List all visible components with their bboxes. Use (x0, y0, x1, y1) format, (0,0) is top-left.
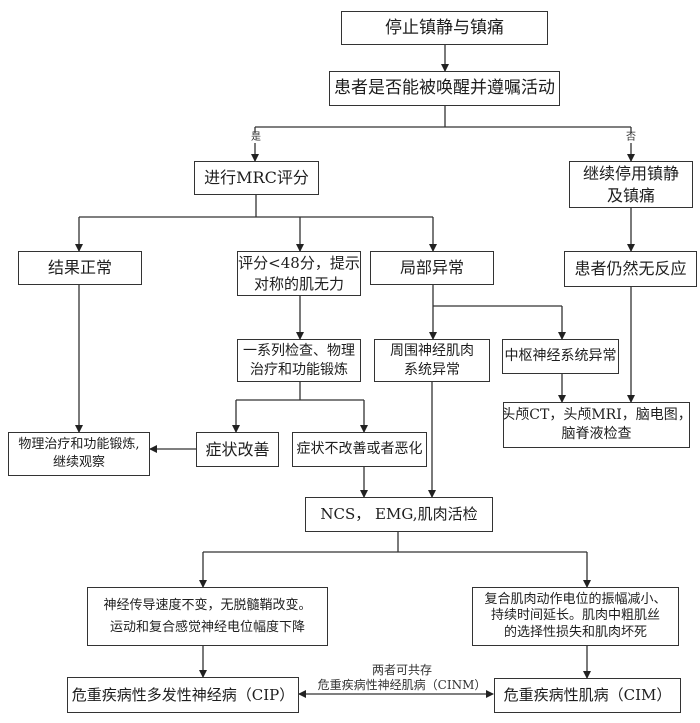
node-text: 危重疾病性肌病（CIM） (503, 686, 672, 705)
node-symptoms-not-improved: 症状不改善或者恶化 (292, 432, 427, 467)
node-can-wake: 患者是否能被唤醒并遵嘱活动 (329, 71, 560, 106)
node-text-line-1: 神经传导速度不变，无脱髓鞘改变。 (103, 597, 312, 613)
node-symptoms-improved: 症状改善 (196, 432, 279, 467)
node-text-line-2: 运动和复合感觉神经电位幅度下降 (109, 619, 305, 635)
node-local-abnormal: 局部异常 (370, 251, 494, 285)
node-cim-findings: 复合肌肉动作电位的振幅减小、 持续时间延长。肌肉中粗肌丝 的选择性损失和肌肉坏死 (472, 587, 679, 646)
node-text: 症状改善 (205, 439, 270, 459)
node-text-line-1: 一系列检查、物理 (243, 342, 355, 359)
node-text-line-2: 脑脊液检查 (561, 426, 632, 442)
node-text-line-2: 持续时间延长。肌肉中粗肌丝 (490, 608, 660, 624)
node-text-line-1: 评分<48分，提示 (238, 254, 360, 273)
node-text-line-2: 及镇痛 (606, 185, 655, 205)
node-pt-observe: 物理治疗和功能锻炼, 继续观察 (8, 432, 150, 476)
edge-label-no: 否 (626, 132, 636, 143)
node-text-line-1: 继续停用镇静 (582, 163, 679, 183)
node-cip: 危重疾病性多发性神经病（CIP） (67, 677, 299, 713)
node-text-line-1: 物理治疗和功能锻炼, (18, 437, 140, 453)
node-text-line-2: 继续观察 (52, 455, 105, 470)
node-text-line-3: 的选择性损失和肌肉坏死 (503, 624, 647, 640)
node-text-line-1: 头颅CT，头颅MRI，脑电图， (503, 407, 690, 424)
node-text: NCS， EMG,肌肉活检 (320, 505, 478, 524)
node-text: 患者是否能被唤醒并遵嘱活动 (334, 78, 555, 99)
node-normal-result: 结果正常 (18, 251, 142, 285)
node-text: 中枢神经系统异常 (504, 348, 617, 365)
node-ncs-emg-biopsy: NCS， EMG,肌肉活检 (305, 497, 493, 532)
node-mrc-score: 进行MRC评分 (194, 161, 319, 195)
node-text-line-1: 周围神经肌肉 (390, 342, 474, 359)
node-peripheral-abnormal: 周围神经肌肉 系统异常 (374, 339, 490, 382)
node-text: 危重疾病性多发性神经病（CIP） (71, 685, 295, 704)
node-text: 进行MRC评分 (204, 168, 309, 188)
node-still-unresponsive: 患者仍然无反应 (564, 251, 697, 287)
node-text: 患者仍然无反应 (574, 259, 687, 279)
edge-label-cinm: 危重疾病性神经肌病（CINM） (317, 678, 487, 692)
node-text-line-2: 系统异常 (404, 361, 460, 378)
node-text-line-1: 复合肌肉动作电位的振幅减小、 (484, 592, 667, 608)
node-continue-stop-sedation: 继续停用镇静 及镇痛 (569, 161, 693, 208)
node-text: 局部异常 (399, 258, 464, 278)
node-cip-findings: 神经传导速度不变，无脱髓鞘改变。 运动和复合感觉神经电位幅度下降 (87, 587, 328, 646)
edge-label-yes: 是 (251, 132, 261, 143)
node-cim: 危重疾病性肌病（CIM） (494, 678, 681, 713)
node-text: 停止镇静与镇痛 (385, 17, 504, 38)
node-text: 症状不改善或者恶化 (296, 441, 423, 458)
node-text: 结果正常 (47, 258, 112, 278)
node-score-below-48: 评分<48分，提示 对称的肌无力 (237, 251, 361, 296)
node-text-line-2: 对称的肌无力 (253, 274, 344, 293)
node-text-line-2: 治疗和功能锻炼 (250, 361, 348, 378)
node-series-exams: 一系列检查、物理 治疗和功能锻炼 (237, 339, 361, 382)
edge-label-coexist: 两者可共存 (371, 663, 433, 677)
node-central-abnormal: 中枢神经系统异常 (502, 339, 619, 374)
node-stop-sedation: 停止镇静与镇痛 (341, 11, 548, 45)
node-head-imaging: 头颅CT，头颅MRI，脑电图， 脑脊液检查 (503, 402, 690, 448)
